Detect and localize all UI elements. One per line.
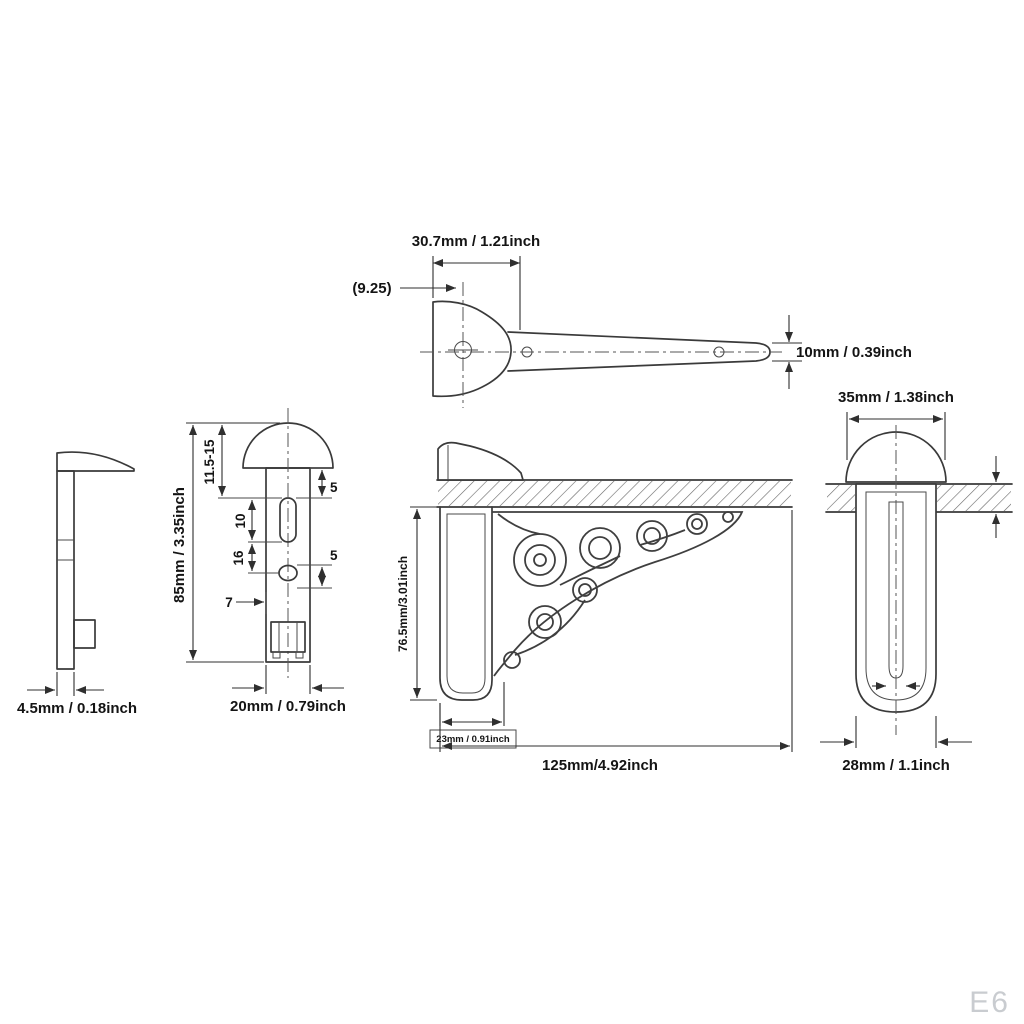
panel-hatch-left (827, 485, 855, 511)
front-top-offset-label: 11.5-15 (202, 439, 217, 485)
watermark: E6 (969, 986, 1010, 1019)
side-plate-outer (439, 506, 493, 701)
front-foot-width-dimension: 7 (225, 592, 267, 614)
front-width-dimension: 20mm / 0.79inch (230, 665, 346, 715)
top-width-label: 30.7mm / 1.21inch (412, 233, 540, 250)
front-view: 85mm / 3.35inch 11.5-15 10 16 5 (171, 408, 346, 715)
cap-width-label: 35mm / 1.38inch (838, 389, 954, 406)
top-view: 30.7mm / 1.21inch (9.25) 10mm / 0.39inch (352, 233, 912, 408)
front-slot (279, 497, 297, 543)
side-cap-above-shelf (437, 441, 524, 481)
shelf-hatch (438, 481, 791, 506)
panel-hatch-right (937, 485, 1011, 511)
front-foot-tab-1 (272, 651, 281, 659)
back-dome (845, 431, 947, 483)
side-height-dimension: 76.5mm/3.01inch (396, 506, 437, 701)
arm-thickness-label: 10mm / 0.39inch (796, 344, 912, 361)
front-slot-length-dimension: 10 (233, 500, 282, 543)
body-width-dimension: 28mm / 1.1inch (820, 716, 972, 774)
front-foot-tab-2 (295, 651, 304, 659)
body-width-label: 28mm / 1.1inch (842, 757, 950, 774)
edge-view-cap (56, 451, 135, 472)
top-view-arm-hole-left (521, 346, 533, 358)
front-foot-width-label: 7 (225, 595, 233, 610)
front-dome (242, 422, 334, 469)
front-width-label: 20mm / 0.79inch (230, 698, 346, 715)
front-slot-inset-dimension: 5 (296, 467, 338, 499)
front-foot-clip (270, 621, 306, 653)
front-hole-spacing-label: 16 (231, 550, 246, 566)
edge-thickness-label: 4.5mm / 0.18inch (17, 700, 137, 717)
plate-depth-label: 23mm / 0.91inch (436, 734, 510, 745)
back-view: 35mm / 1.38inch 28mm / 1.1inch (820, 389, 1013, 774)
side-view: 76.5mm/3.01inch 23mm / 0.91inch 125mm/4.… (396, 441, 793, 774)
side-length-label: 125mm/4.92inch (542, 757, 658, 774)
edge-view: 4.5mm / 0.18inch (17, 451, 137, 717)
side-length-dimension: 125mm/4.92inch (439, 510, 793, 774)
edge-view-strip (56, 470, 75, 670)
front-height-dimension: 85mm / 3.35inch (171, 422, 280, 663)
top-hole-offset-dimension: (9.25) (352, 280, 456, 297)
cap-width-dimension: 35mm / 1.38inch (838, 389, 954, 460)
top-width-dimension: 30.7mm / 1.21inch (412, 233, 540, 330)
side-plate-inner (446, 513, 486, 694)
front-hole-inset-label: 5 (330, 548, 338, 563)
edge-view-foot (73, 619, 96, 649)
side-height-label: 76.5mm/3.01inch (396, 556, 410, 652)
top-view-arm-hole-right (713, 346, 725, 358)
top-view-fan-outline (432, 300, 512, 398)
front-slot-length-label: 10 (233, 513, 248, 528)
top-hole-offset-label: (9.25) (352, 280, 391, 297)
edge-thickness-dimension: 4.5mm / 0.18inch (17, 672, 137, 717)
arm-thickness-dimension: 10mm / 0.39inch (772, 315, 912, 389)
front-hole-spacing-dimension: 16 (231, 544, 279, 574)
front-top-offset-dimension: 11.5-15 (202, 425, 282, 499)
front-height-label: 85mm / 3.35inch (171, 487, 188, 603)
scrollwork-ornament (492, 511, 744, 677)
front-hole-inset-dimension: 5 (297, 548, 338, 589)
front-slot-inset-label: 5 (330, 480, 338, 495)
